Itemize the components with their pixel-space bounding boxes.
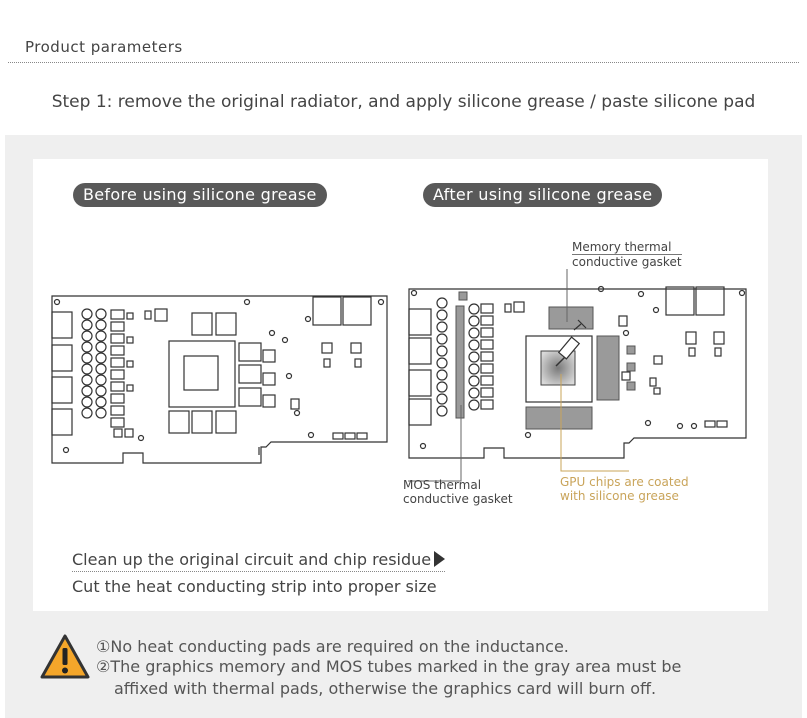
- memory-pad-right: [596, 335, 620, 401]
- grease-syringe-icon: [555, 319, 587, 367]
- board-outline: [51, 295, 388, 464]
- memory-pad-bottom: [525, 406, 593, 430]
- capacitor-column: [436, 297, 480, 417]
- before-pill: Before using silicone grease: [73, 183, 327, 207]
- gpu-label: GPU chips are coated with silicone greas…: [560, 475, 689, 503]
- board-outline: [408, 288, 747, 459]
- diagram-panel: Before using silicone grease After using…: [33, 159, 768, 611]
- left-connectors: [51, 311, 73, 436]
- small-components: [113, 308, 368, 440]
- thermal-pads: [455, 291, 636, 430]
- board-before: [51, 295, 388, 464]
- warning-line-3: affixed with thermal pads, otherwise the…: [114, 679, 657, 698]
- note-clean-up: Clean up the original circuit and chip r…: [72, 550, 446, 572]
- gpu-chip-outline: [525, 335, 593, 403]
- step-title: Step 1: remove the original radiator, an…: [51, 92, 756, 112]
- left-connectors: [408, 308, 432, 426]
- warning-line-1: ①No heat conducting pads are required on…: [96, 637, 569, 656]
- leader-lines: [408, 269, 629, 482]
- board-after: [408, 285, 747, 459]
- mounting-holes: [410, 285, 746, 450]
- mos-components: [480, 303, 494, 410]
- mounting-holes: [53, 298, 385, 454]
- play-arrow-icon: [434, 551, 446, 567]
- capacitor-column: [81, 308, 107, 419]
- power-connectors: [665, 286, 725, 316]
- mos-label: MOS thermal conductive gasket: [403, 478, 513, 506]
- small-components: [504, 301, 728, 428]
- section-header: Product parameters: [25, 38, 183, 56]
- warning-line-2: ②The graphics memory and MOS tubes marke…: [96, 657, 682, 676]
- power-connectors: [312, 296, 372, 326]
- mos-components: [110, 309, 134, 428]
- warning-icon: [40, 634, 90, 679]
- gpu-chip: [168, 340, 236, 408]
- memory-chips: [168, 312, 262, 434]
- after-pill: After using silicone grease: [423, 183, 663, 207]
- memory-label: Memory thermal conductive gasket: [572, 240, 682, 269]
- note-cut-strip: Cut the heat conducting strip into prope…: [72, 577, 437, 596]
- mos-pad: [455, 305, 465, 419]
- header-divider: [8, 62, 799, 63]
- gpu-grease: [540, 350, 576, 386]
